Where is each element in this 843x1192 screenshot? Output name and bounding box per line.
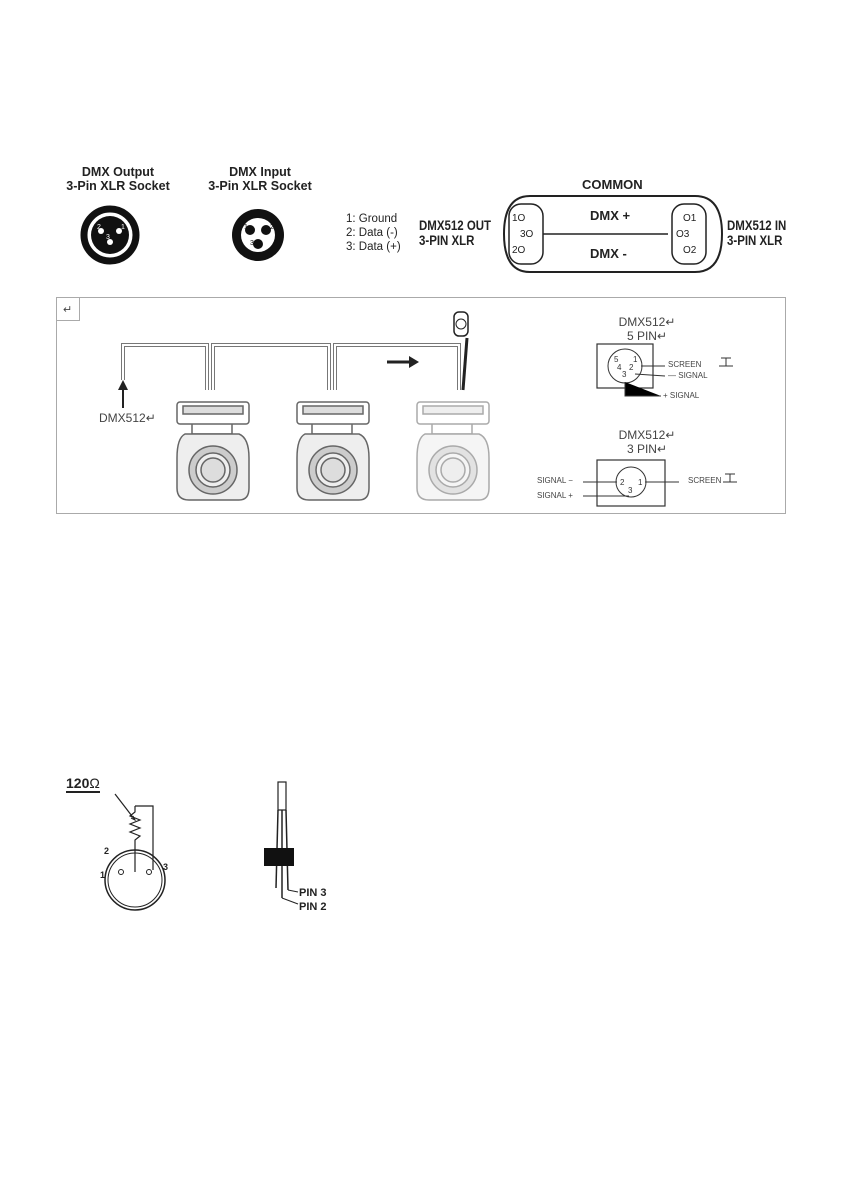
dmx-output-title: DMX Output 3-Pin XLR Socket xyxy=(66,165,170,193)
daisy-chain-diagram xyxy=(118,311,490,501)
three-pin-xlr-diagram: 2 1 3 xyxy=(583,459,737,507)
xlr-output-socket-diagram: 2 1 3 xyxy=(80,205,140,265)
dmx512-input-label: DMX512↵ xyxy=(99,411,156,425)
moving-head-fixture-2 xyxy=(296,401,370,501)
dmx512-out-label: DMX512 OUT 3-PIN XLR xyxy=(419,218,492,248)
right-pin-1: O1 xyxy=(683,213,697,224)
terminator-plug-diagram xyxy=(264,781,299,905)
corner-mark-box xyxy=(57,298,80,321)
legend-data-minus: 2: Data (-) xyxy=(346,227,398,239)
three-pin-1: 1 xyxy=(638,478,643,487)
three-pin-3: 3 xyxy=(628,486,633,495)
five-pin-title: DMX512↵ 5 PIN↵ xyxy=(618,315,676,343)
left-pin-3: 3O xyxy=(520,229,534,240)
cable-diagram: 1O 3O 2O O1 O3 O2 DMX + DMX - xyxy=(502,195,724,273)
terminator-pin-1: 1 xyxy=(100,870,105,880)
left-pin-2: 2O xyxy=(512,245,526,256)
pin-legend: 1: Ground 2: Data (-) 3: Data (+) xyxy=(346,212,401,254)
corner-mark: ↵ xyxy=(63,304,73,316)
legend-ground: 1: Ground xyxy=(346,213,398,225)
five-pin-4: 4 xyxy=(617,363,622,372)
five-pin-xlr-diagram: 5 1 4 2 3 xyxy=(596,343,733,397)
right-pin-2: O2 xyxy=(683,245,697,256)
dmx-minus-label: DMX - xyxy=(590,246,627,261)
left-pin-1: 1O xyxy=(512,213,526,224)
output-pin-2: 2 xyxy=(97,224,101,231)
three-pin-signal-minus: SIGNAL − xyxy=(537,476,573,485)
output-pin-3: 3 xyxy=(106,234,110,241)
right-pin-3: O3 xyxy=(676,229,690,240)
legend-data-plus: 3: Data (+) xyxy=(346,241,401,253)
three-pin-signal-plus: SIGNAL + xyxy=(537,491,573,500)
terminator-pin-2: 2 xyxy=(104,846,109,856)
five-pin-3: 3 xyxy=(622,370,627,379)
daisy-chain-panel: ↵ xyxy=(56,297,786,514)
five-pin-signal-plus: + SIGNAL xyxy=(663,391,700,400)
terminator-xlr-diagram: 1 2 3 xyxy=(100,793,168,911)
output-pin-1: 1 xyxy=(121,224,125,231)
resistor-value: 120Ω xyxy=(66,775,100,793)
common-label: COMMON xyxy=(582,177,643,192)
pin3-label: PIN 3 xyxy=(299,887,327,899)
three-pin-screen: SCREEN xyxy=(688,476,722,485)
pin2-label: PIN 2 xyxy=(299,901,327,913)
input-pin-2: 2 xyxy=(270,224,274,231)
five-pin-screen: SCREEN xyxy=(668,360,702,369)
moving-head-fixture-3 xyxy=(416,401,490,501)
dmx512-in-label: DMX512 IN 3-PIN XLR xyxy=(727,218,787,248)
five-pin-1: 1 xyxy=(633,355,638,364)
xlr-input-socket-diagram: 1 2 3 xyxy=(232,209,284,261)
moving-head-fixture-1 xyxy=(176,401,250,501)
dmx-input-title: DMX Input 3-Pin XLR Socket xyxy=(208,165,312,193)
terminator-pin-3: 3 xyxy=(163,862,168,872)
five-pin-signal-minus: — SIGNAL xyxy=(668,371,708,380)
five-pin-5: 5 xyxy=(614,355,619,364)
three-pin-title: DMX512↵ 3 PIN↵ xyxy=(618,428,676,456)
input-pin-3: 3 xyxy=(250,240,254,247)
input-pin-1: 1 xyxy=(244,224,248,231)
three-pin-2: 2 xyxy=(620,478,625,487)
dmx-plus-label: DMX + xyxy=(590,208,631,223)
five-pin-2: 2 xyxy=(629,363,634,372)
